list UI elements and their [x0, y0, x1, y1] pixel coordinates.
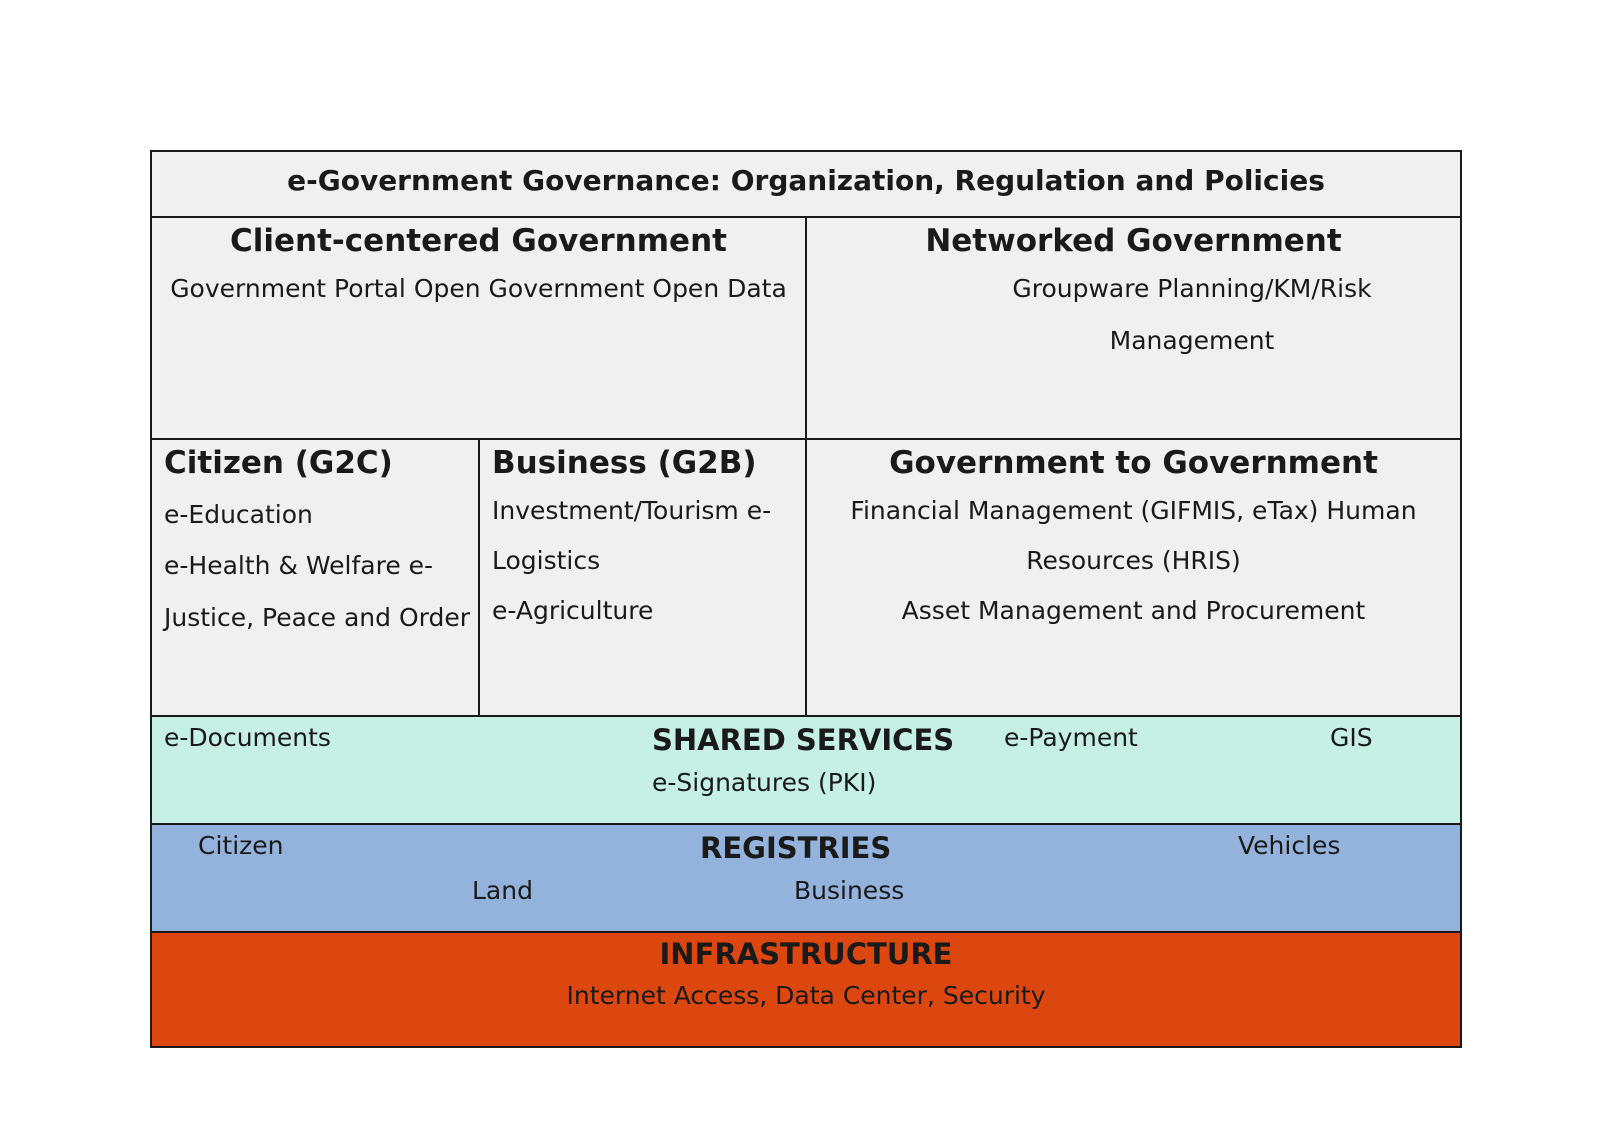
government-to-government-cell: Government to Government Financial Manag…: [807, 440, 1460, 715]
governance-header: e-Government Governance: Organization, R…: [152, 152, 1460, 216]
citizen-g2c-line: e-Health & Welfare e-: [164, 551, 434, 580]
g2g-heading: Government to Government: [889, 445, 1378, 481]
business-g2b-heading: Business (G2B): [492, 445, 757, 481]
shared-service-item: e-Signatures (PKI): [652, 768, 877, 797]
infrastructure-heading: INFRASTRUCTURE: [659, 937, 953, 971]
registry-item: Citizen: [198, 831, 284, 860]
registries-band: Citizen REGISTRIES Vehicles Land Busines…: [152, 825, 1460, 931]
registry-item: Business: [794, 876, 905, 905]
networked-services-line2: Management: [1109, 326, 1275, 355]
shared-service-item: e-Payment: [1004, 723, 1138, 752]
g2g-line: Financial Management (GIFMIS, eTax) Huma…: [850, 496, 1417, 525]
registry-item: Vehicles: [1238, 831, 1341, 860]
networked-government-cell: Networked Government Groupware Planning/…: [807, 218, 1460, 438]
citizen-g2c-line: e-Education: [164, 500, 313, 529]
g2g-line: Asset Management and Procurement: [901, 596, 1366, 625]
networked-heading: Networked Government: [925, 223, 1342, 259]
networked-services-line1: Groupware Planning/KM/Risk: [1012, 274, 1372, 303]
business-g2b-line: Logistics: [492, 546, 601, 575]
shared-services-band: e-Documents SHARED SERVICES e-Payment GI…: [152, 717, 1460, 823]
business-g2b-cell: Business (G2B) Investment/Tourism e- Log…: [480, 440, 805, 715]
divider: [152, 823, 1460, 825]
client-centered-heading: Client-centered Government: [230, 223, 727, 259]
shared-service-item: e-Documents: [164, 723, 331, 752]
divider: [805, 216, 807, 717]
citizen-g2c-line: Justice, Peace and Order: [164, 603, 470, 632]
g2g-line: Resources (HRIS): [1026, 546, 1241, 575]
governance-title: e-Government Governance: Organization, R…: [287, 164, 1325, 197]
client-centered-government-cell: Client-centered Government Government Po…: [152, 218, 805, 438]
registries-heading: REGISTRIES: [700, 831, 892, 865]
registry-item: Land: [472, 876, 533, 905]
business-g2b-line: e-Agriculture: [492, 596, 654, 625]
infrastructure-band: INFRASTRUCTURE Internet Access, Data Cen…: [152, 933, 1460, 1046]
infrastructure-subtitle: Internet Access, Data Center, Security: [566, 981, 1046, 1010]
divider: [152, 931, 1460, 933]
shared-service-item: GIS: [1330, 723, 1373, 752]
citizen-g2c-heading: Citizen (G2C): [164, 445, 393, 481]
citizen-g2c-cell: Citizen (G2C) e-Education e-Health & Wel…: [152, 440, 478, 715]
business-g2b-line: Investment/Tourism e-: [492, 496, 772, 525]
egov-framework-diagram: e-Government Governance: Organization, R…: [150, 150, 1462, 1048]
shared-services-heading: SHARED SERVICES: [652, 723, 955, 757]
client-centered-services: Government Portal Open Government Open D…: [170, 274, 787, 303]
divider: [478, 438, 480, 717]
